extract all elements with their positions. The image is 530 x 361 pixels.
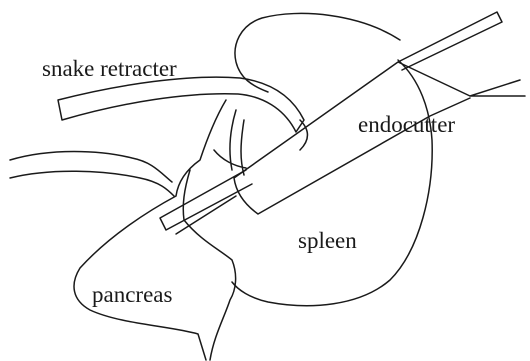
snake-retracter-shape [58,77,304,132]
label-snake-retracter: snake retracter [42,56,177,81]
label-endocutter: endocutter [358,112,455,137]
label-spleen: spleen [298,228,357,253]
spleen-outline [232,13,432,305]
endocutter-jaws [160,170,252,234]
label-pancreas: pancreas [92,282,172,307]
pancreas-outline [10,100,246,360]
